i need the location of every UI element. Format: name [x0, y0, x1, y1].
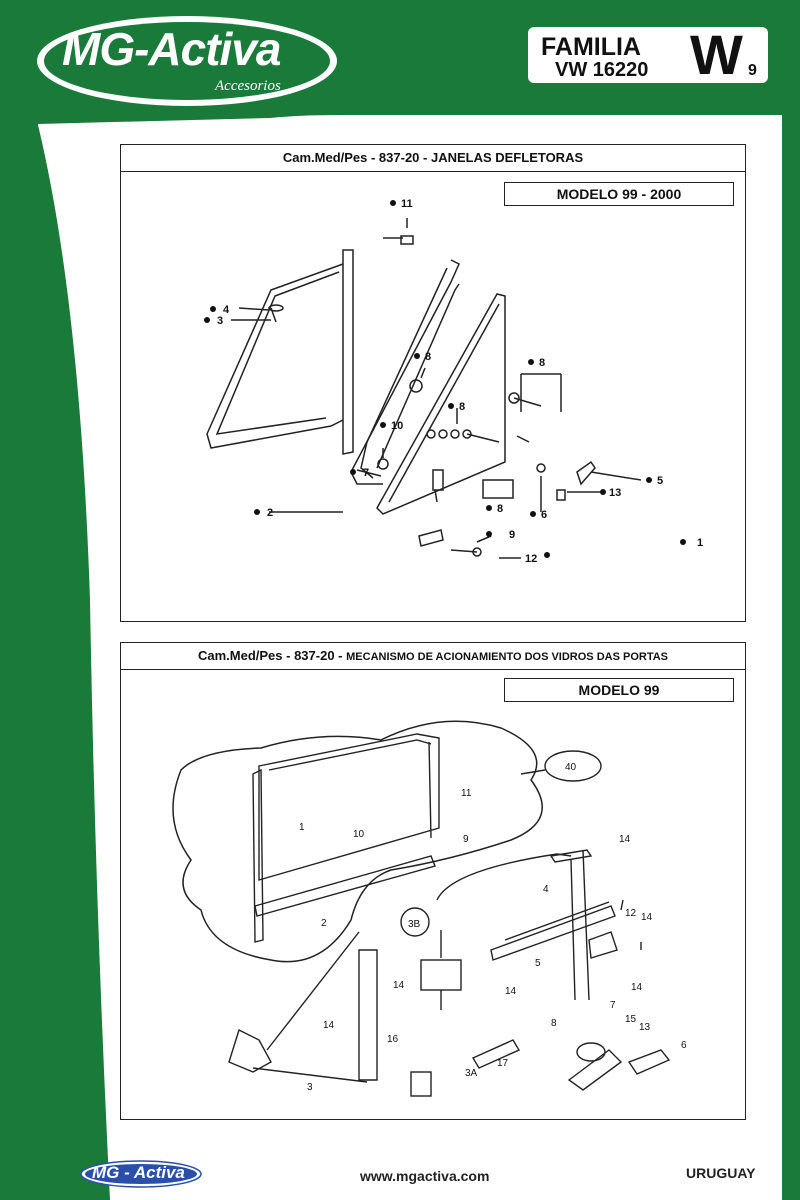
diagram-window-mechanism: 11 1 10 9 2 14 4 12 14 3B 14 5 14 14 8 7…	[172, 720, 687, 1097]
part-label: 6	[541, 509, 547, 521]
part-label: 1	[299, 822, 305, 833]
part-label: 14	[641, 912, 653, 923]
brand-subtitle: Accesorios	[215, 78, 281, 94]
part-label: 9	[463, 834, 469, 845]
brand-name: MG-Activa	[62, 23, 281, 75]
part-label: 1	[697, 537, 703, 549]
part-label: 5	[657, 475, 663, 487]
footer-country: URUGUAY	[686, 1165, 756, 1181]
callout-3b: 3B	[408, 919, 421, 930]
part-label: 7	[363, 467, 369, 479]
part-label: 10	[353, 829, 365, 840]
part-label: 13	[639, 1022, 651, 1033]
part-label: 9	[509, 529, 515, 541]
footer-url[interactable]: www.mgactiva.com	[360, 1168, 490, 1184]
diagram-deflector-parts: 11 4 3 8 8 8 10 7 2 8 6 5 13 9 12 1	[204, 198, 703, 565]
footer-brand: MG - Activa	[92, 1163, 185, 1182]
footer-logo	[80, 1160, 202, 1188]
part-label: 11	[461, 788, 472, 799]
part-label: 2	[267, 507, 273, 519]
part-label: 3A	[465, 1068, 478, 1079]
part-label: 3	[217, 315, 223, 327]
family-label: FAMILIA	[541, 33, 641, 61]
part-label: 5	[535, 958, 541, 969]
part-label: 10	[391, 420, 403, 432]
part-label: 16	[387, 1034, 399, 1045]
part-label: 14	[323, 1020, 335, 1031]
part-label: 14	[393, 980, 405, 991]
part-label: 11	[401, 198, 413, 210]
part-label: 12	[525, 553, 537, 565]
part-label: 6	[681, 1040, 687, 1051]
panel2-title: Cam.Med/Pes - 837-20 - MECANISMO DE ACIO…	[121, 643, 745, 670]
part-label: 8	[551, 1018, 557, 1029]
part-label: 3	[307, 1082, 313, 1093]
panel2-model: MODELO 99	[504, 678, 734, 702]
part-label: 7	[610, 1000, 616, 1011]
panel-deflector-windows: Cam.Med/Pes - 837-20 - JANELAS DEFLETORA…	[120, 144, 746, 622]
part-label: 14	[619, 834, 631, 845]
part-label: 14	[631, 982, 643, 993]
part-label: 8	[459, 401, 465, 413]
family-number: 9	[748, 62, 757, 79]
part-label: 4	[543, 884, 549, 895]
panel-window-mechanism: Cam.Med/Pes - 837-20 - MECANISMO DE ACIO…	[120, 642, 746, 1120]
part-label: 17	[497, 1058, 509, 1069]
panel1-model: MODELO 99 - 2000	[504, 182, 734, 206]
family-model: VW 16220	[555, 59, 649, 81]
panel2-title-rest: MECANISMO DE ACIONAMIENTO DOS VIDROS DAS…	[346, 651, 668, 663]
panel1-title: Cam.Med/Pes - 837-20 - JANELAS DEFLETORA…	[121, 145, 745, 172]
callout-40: 40	[565, 762, 577, 773]
part-label: 12	[625, 908, 637, 919]
family-letter: W	[690, 23, 743, 86]
part-label: 8	[497, 503, 503, 515]
part-label: 14	[505, 986, 517, 997]
part-label: 15	[625, 1014, 637, 1025]
part-label: 4	[223, 304, 230, 316]
family-badge	[528, 27, 768, 83]
panel2-title-prefix: Cam.Med/Pes - 837-20 -	[197, 648, 343, 663]
part-label: 13	[609, 487, 621, 499]
brand-logo	[37, 16, 337, 106]
part-label: 8	[425, 351, 431, 363]
part-label: 8	[539, 357, 545, 369]
part-label: 2	[321, 918, 327, 929]
